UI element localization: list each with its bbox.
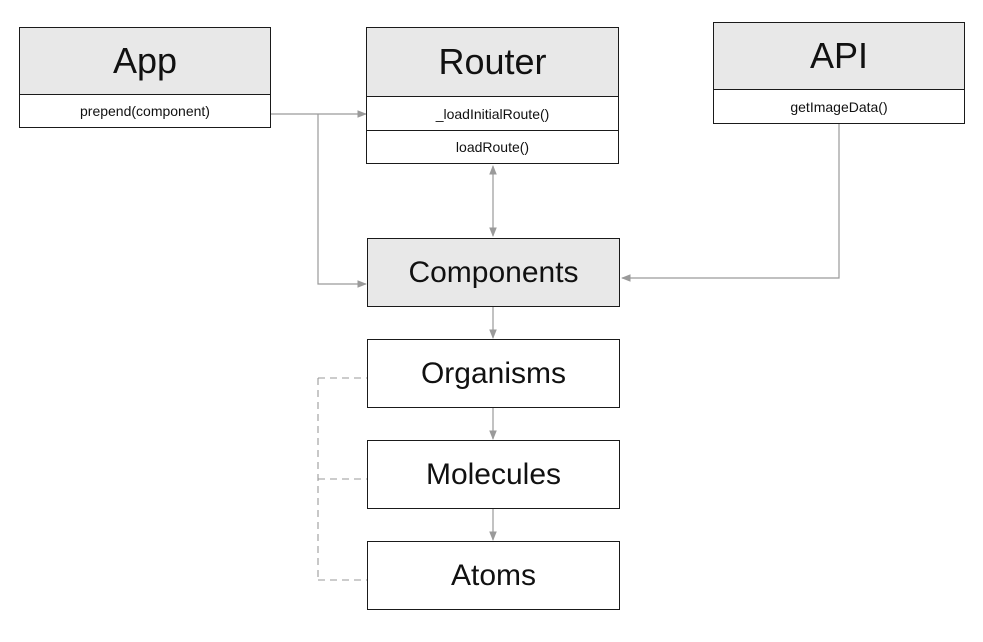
edge-app-to-components (317, 114, 367, 288)
api-class-box: API getImageData() (713, 22, 965, 124)
router-method-load-route: loadRoute() (367, 130, 618, 163)
router-class-title: Router (367, 28, 618, 97)
router-method-load-initial-route: _loadInitialRoute() (435, 105, 550, 122)
atoms-node: Atoms (367, 541, 620, 610)
app-class-box: App prepend(component) (19, 27, 271, 128)
app-method-prepend: prepend(component) (80, 103, 210, 119)
router-class-box: Router _loadInitialRoute() loadRoute() (366, 27, 619, 164)
organisms-node: Organisms (367, 339, 620, 408)
atomic-hierarchy-bracket (317, 377, 367, 581)
api-method-get-image-data: getImageData() (790, 98, 888, 115)
molecules-node: Molecules (367, 440, 620, 509)
api-class-title: API (714, 23, 964, 90)
app-class-title: App (20, 28, 270, 95)
components-node: Components (367, 238, 620, 307)
edge-api-to-components (621, 124, 840, 282)
